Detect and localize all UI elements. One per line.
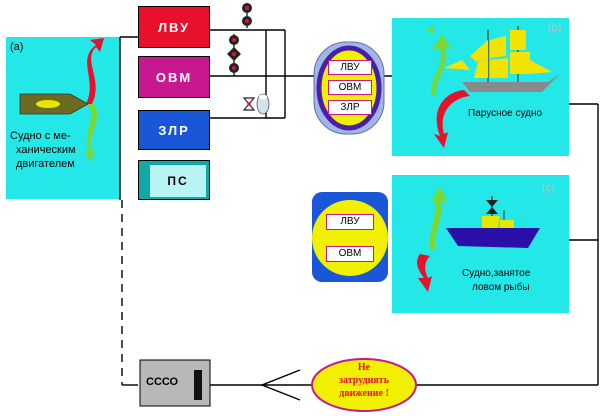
red-arrow-icon xyxy=(434,90,470,148)
power-vessel-panel xyxy=(6,37,120,199)
green-arrow-icon xyxy=(84,104,98,162)
oval-label-zlr: ЗЛР xyxy=(328,100,372,115)
ssso-slot xyxy=(194,370,202,400)
circle-label-ovm: ОВМ xyxy=(326,246,374,262)
oval-label-ovm: ОВМ xyxy=(328,80,372,95)
panel-b-caption: Парусное судно xyxy=(468,108,543,119)
warning-line-1: Не xyxy=(357,362,371,373)
cylinder-icon xyxy=(256,93,270,115)
fishing-boat-icon xyxy=(446,196,540,248)
cone-icon xyxy=(242,97,256,105)
warning-line-3: движение ! xyxy=(339,388,389,399)
ssso-label: СССО xyxy=(146,376,179,388)
panel-a-caption-2: ханическим xyxy=(16,144,76,156)
status-box-ovm: ОВМ xyxy=(138,56,210,98)
hourglass-icon xyxy=(486,200,498,207)
warning-ellipse xyxy=(311,358,417,412)
panel-a-tag: (а) xyxy=(10,41,24,53)
panel-c-caption-2: ловом рыбы xyxy=(472,282,530,293)
panel-c-tag: (c) xyxy=(542,182,555,194)
panel-a-caption-1: Судно с ме- xyxy=(10,130,71,142)
red-arrow-icon xyxy=(417,254,432,292)
status-box-zlr: ЗЛР xyxy=(138,110,210,150)
status-box-ps-text: ПС xyxy=(167,174,189,188)
panel-a-caption-3: двигателем xyxy=(16,158,75,170)
green-arrow-icon xyxy=(431,34,452,96)
motor-vessel-icon xyxy=(19,93,89,115)
sailing-ship-icon xyxy=(444,26,560,92)
oval-label-lvu: ЛВУ xyxy=(328,60,372,75)
status-box-ps-inner xyxy=(150,165,206,197)
panel-c-caption-1: Судно,занятое xyxy=(462,268,531,279)
circle-label-lvu: ЛВУ xyxy=(326,214,374,230)
panel-b-tag: (b) xyxy=(548,22,562,34)
red-arrow-icon xyxy=(86,38,104,104)
connector-lines xyxy=(119,29,599,386)
mast-lights xyxy=(227,3,270,115)
arrow-head-icon xyxy=(260,369,301,401)
status-box-lvu: ЛВУ xyxy=(138,6,210,48)
yellow-circle xyxy=(312,200,388,276)
green-arrow-icon xyxy=(429,186,448,250)
warning-line-2: затруднять xyxy=(338,375,390,386)
